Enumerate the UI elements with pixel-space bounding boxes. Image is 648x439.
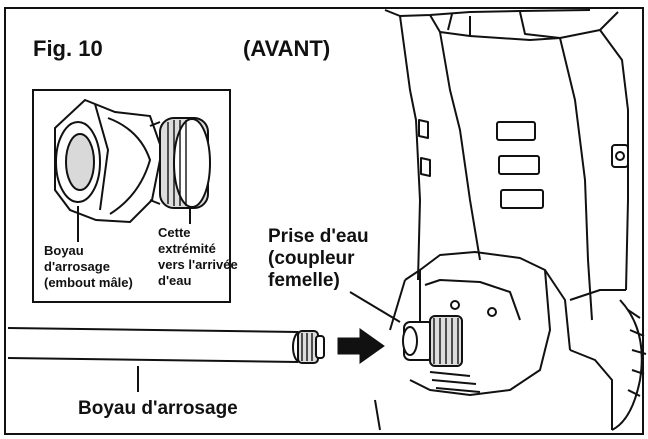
inlet-end-label: Cette extrémité vers l'arrivée d'eau xyxy=(158,225,238,288)
water-inlet-label: Prise d'eau (coupleur femelle) xyxy=(268,226,369,291)
figure-frame xyxy=(4,7,644,435)
side-screw xyxy=(611,144,629,168)
vent-slot xyxy=(498,155,540,175)
arrow-right-icon xyxy=(337,328,385,364)
water-inlet-coupler xyxy=(402,315,463,367)
view-label: (AVANT) xyxy=(243,36,331,61)
inset-hose-fitting xyxy=(54,98,211,224)
vent-slot xyxy=(496,121,536,141)
garden-hose-drawing xyxy=(7,327,325,364)
hose-end-label: Boyau d'arrosage (embout mâle) xyxy=(44,243,133,290)
figure-number: Fig. 10 xyxy=(33,36,103,61)
vent-slot xyxy=(500,189,544,209)
pressure-washer-body xyxy=(374,9,647,431)
garden-hose-label: Boyau d'arrosage xyxy=(78,398,238,419)
inlet-leader-line xyxy=(349,291,401,323)
